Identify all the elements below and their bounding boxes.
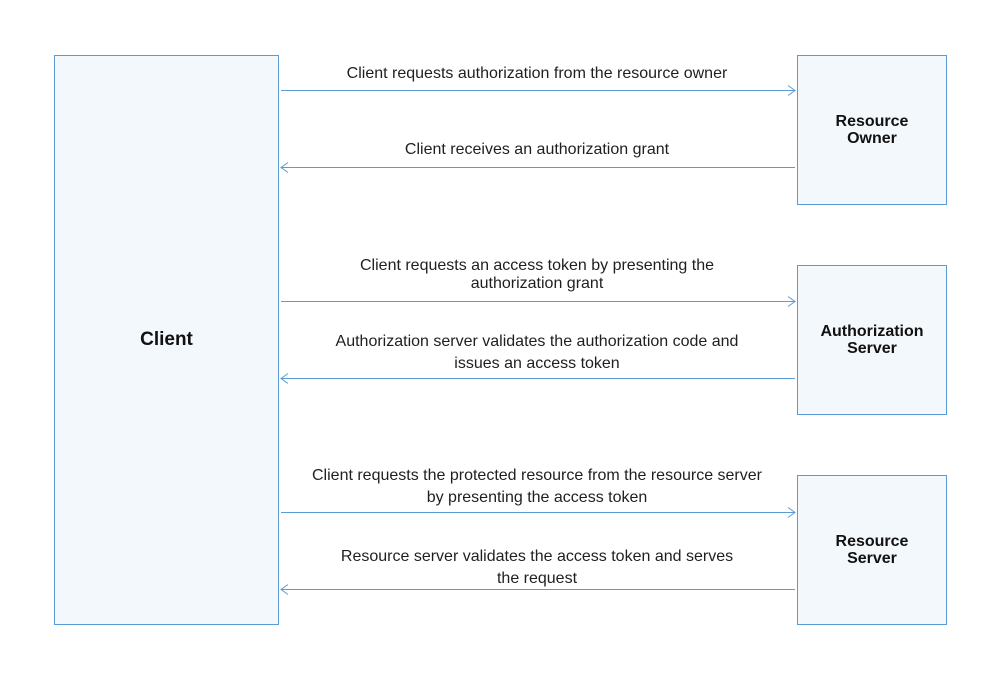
message-label-5: Client requests the protected resource f… bbox=[312, 467, 762, 506]
arrow-right-1 bbox=[281, 85, 796, 96]
arrow-left-6 bbox=[280, 584, 795, 595]
arrow-left-4 bbox=[280, 373, 795, 384]
arrow-right-5 bbox=[281, 507, 796, 518]
authorization-server-box: Authorization Server bbox=[797, 265, 947, 415]
message-label-2: Client receives an authorization grant bbox=[404, 141, 670, 158]
arrow-left-2 bbox=[280, 162, 795, 173]
client-label: Client bbox=[140, 329, 193, 350]
message-label-4: Authorization server validates the autho… bbox=[335, 333, 739, 372]
resource-owner-label: Resource Owner bbox=[835, 113, 909, 147]
arrow-right-3 bbox=[281, 296, 796, 307]
message-label-3: Client requests an access token by prese… bbox=[360, 257, 714, 292]
message-label-1: Client requests authorization from the r… bbox=[346, 65, 728, 82]
message-label-6: Resource server validates the access tok… bbox=[340, 548, 734, 587]
client-box: Client bbox=[54, 55, 279, 625]
authorization-server-label: Authorization Server bbox=[820, 323, 924, 357]
resource-server-box: Resource Server bbox=[797, 475, 947, 625]
resource-owner-box: Resource Owner bbox=[797, 55, 947, 205]
resource-server-label: Resource Server bbox=[835, 533, 909, 567]
